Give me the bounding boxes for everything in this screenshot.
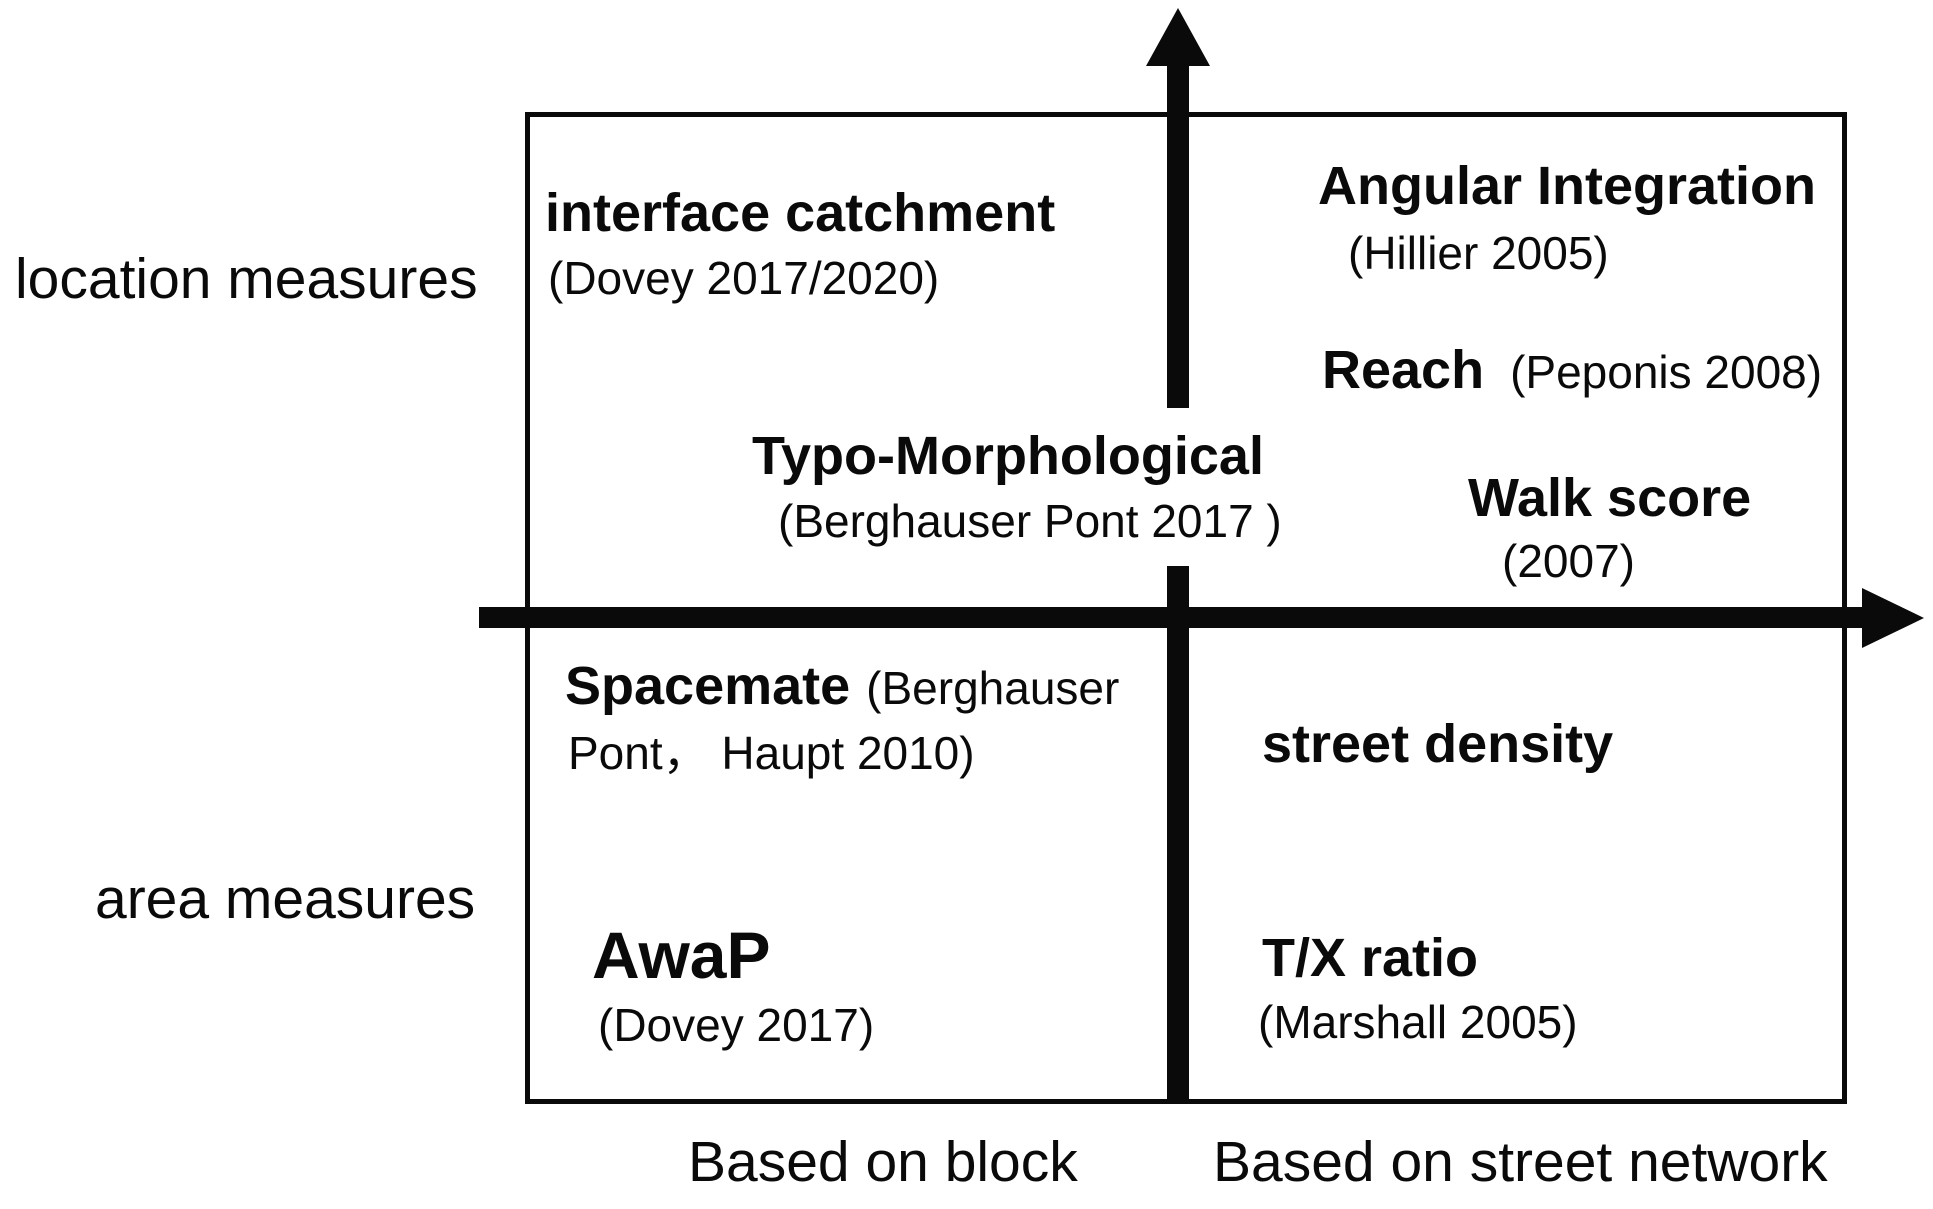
entry-reach: Reach (Peponis 2008) (1322, 342, 1822, 399)
entry-spacemate: Spacemate (Berghauser (565, 658, 1119, 715)
entry-angular-integration-title: Angular Integration (1318, 156, 1816, 216)
entry-tx-ratio-citation: (Marshall 2005) (1258, 996, 1578, 1048)
y-axis-line-lower (1167, 566, 1189, 1104)
entry-reach-citation: (Peponis 2008) (1510, 346, 1823, 398)
y-axis-line-upper (1167, 62, 1189, 408)
y-axis-label-location-measures: location measures (15, 247, 478, 311)
entry-walk-score-title: Walk score (1468, 468, 1752, 528)
entry-typo-morphological-title: Typo-Morphological (752, 426, 1264, 486)
y-axis-arrowhead-icon (1146, 8, 1210, 66)
entry-awap-title: AwaP (592, 918, 771, 992)
entry-spacemate-citation-line1: (Berghauser (866, 662, 1120, 714)
entry-typo-morphological-citation: (Berghauser Pont 2017 ) (778, 495, 1282, 547)
x-axis-line (479, 607, 1869, 628)
entry-tx-ratio-title: T/X ratio (1262, 928, 1479, 988)
entry-spacemate-citation-line2: Pont， Haupt 2010) (568, 727, 975, 779)
entry-angular-integration-citation: (Hillier 2005) (1348, 227, 1609, 279)
entry-walk-score-citation: (2007) (1502, 535, 1635, 587)
x-axis-arrowhead-icon (1862, 588, 1924, 648)
entry-awap-citation: (Dovey 2017) (598, 999, 875, 1051)
entry-interface-catchment-citation: (Dovey 2017/2020) (548, 252, 940, 304)
entry-reach-title: Reach (1322, 340, 1485, 400)
entry-street-density-title: street density (1262, 714, 1614, 774)
entry-interface-catchment-title: interface catchment (545, 183, 1056, 243)
y-axis-label-area-measures: area measures (95, 867, 476, 931)
x-axis-label-based-on-street-network: Based on street network (1213, 1130, 1828, 1194)
x-axis-label-based-on-block: Based on block (688, 1130, 1078, 1194)
entry-spacemate-title: Spacemate (565, 656, 851, 716)
